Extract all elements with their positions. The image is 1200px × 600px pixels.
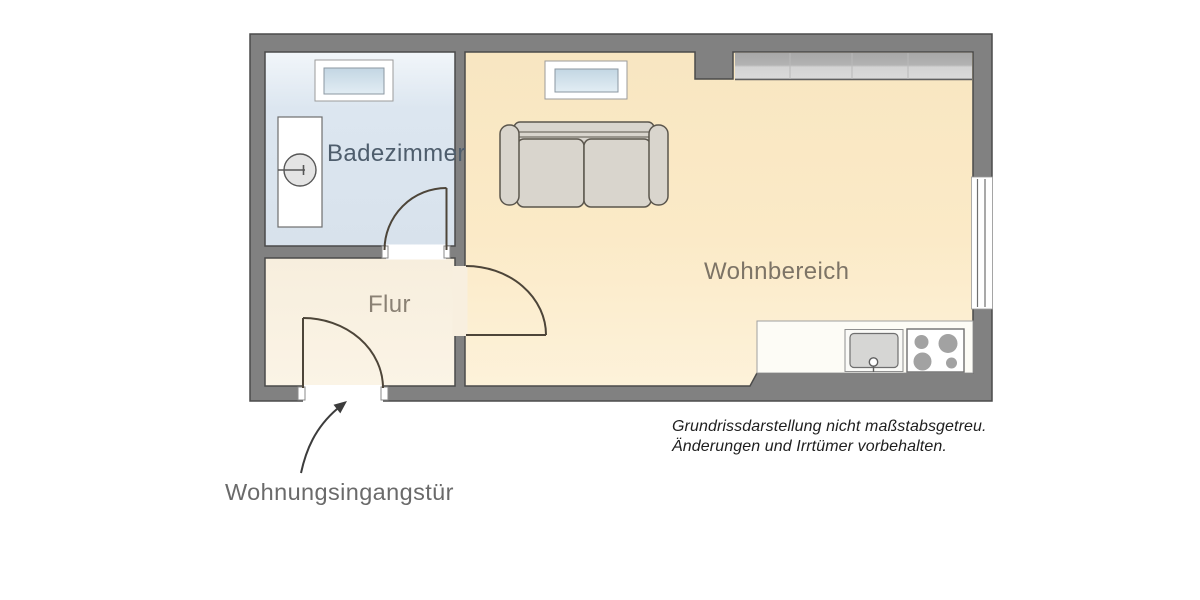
hallway-label: Flur: [368, 291, 411, 318]
sofa-seat-cushion: [516, 138, 585, 208]
stove-burner: [913, 352, 932, 371]
hallway-living-door-icon: [465, 265, 547, 336]
sofa-armrest: [499, 124, 520, 206]
bathroom-window-icon: [314, 59, 394, 102]
window-frame: [971, 176, 993, 310]
stove-burner: [938, 334, 958, 353]
door-swing-arc: [383, 187, 447, 251]
bathroom-threshold: [386, 244, 446, 260]
living-area-label: Wohnbereich: [704, 258, 849, 285]
disclaimer-line-1: Grundrissdarstellung nicht maßstabsgetre…: [672, 418, 987, 435]
hallway-living-opening: [452, 266, 468, 336]
entrance-door-opening: [297, 385, 389, 402]
entrance-door-label: Wohnungsingangstür: [225, 479, 454, 505]
hallway-floor: [260, 256, 458, 390]
sink-faucet: [868, 357, 879, 367]
right-window-icon: [971, 176, 993, 310]
door-swing-arc: [465, 265, 547, 336]
washbasin-icon: [277, 116, 323, 228]
door-jamb: [297, 386, 306, 401]
wardrobe-body: [735, 52, 972, 80]
sofa-icon: [499, 121, 669, 208]
door-swing-arc: [302, 317, 384, 389]
stove-burner: [914, 335, 929, 349]
sofa-seat-cushion: [583, 138, 652, 208]
kitchen-sink-icon: [844, 329, 904, 372]
arrow-head: [333, 401, 347, 414]
kitchen-counter: [756, 320, 974, 374]
bathroom-door-icon: [383, 187, 448, 251]
window-glass: [554, 68, 619, 93]
disclaimer-line-2: Änderungen und Irrtümer vorbehalten.: [671, 437, 947, 455]
window-glass: [323, 67, 385, 95]
living-window-icon: [544, 60, 628, 100]
stove-icon: [906, 328, 965, 373]
arrow-shaft: [300, 408, 338, 474]
entrance-arrow-icon: [300, 401, 347, 474]
entrance-door-icon: [302, 317, 384, 389]
disclaimer-text: Grundrissdarstellung nicht maßstabsgetre…: [671, 418, 987, 455]
bathroom-door-opening: [381, 244, 451, 260]
wardrobe-icon: [735, 52, 972, 81]
walls: [249, 33, 993, 402]
door-jamb: [380, 386, 389, 401]
stove-burner: [946, 357, 957, 369]
bathroom-label: Badezimmer: [327, 140, 466, 167]
entrance-threshold: [303, 385, 383, 402]
sofa-armrest: [648, 124, 669, 206]
